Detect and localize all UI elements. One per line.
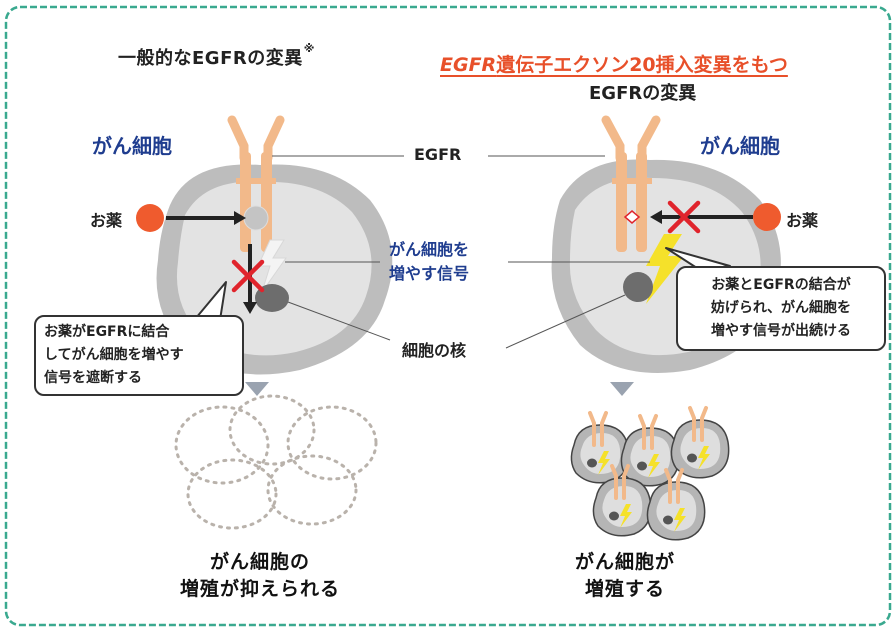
nucleus-label: 細胞の核 (402, 341, 467, 360)
nucleus-line-left (287, 301, 391, 341)
right-signal-bolt (646, 234, 684, 304)
right-down-arrow (610, 382, 634, 396)
right-egfr-receptor (601, 115, 661, 252)
signal-label: がん細胞を 増やす信号 (389, 238, 469, 286)
right-header-title: EGFR遺伝子エクソン20挿入変異をもつ (440, 54, 788, 76)
dead-cells (174, 394, 378, 530)
signal-label-line2: 増やす信号 (389, 264, 470, 283)
frame-border (4, 5, 892, 627)
right-drug-label: お薬 (786, 211, 819, 230)
right-header-subtitle: EGFRの変異 (589, 83, 697, 104)
right-nucleus (623, 272, 653, 302)
left-down-arrow (245, 382, 269, 396)
right-drug (753, 203, 781, 231)
left-drug-label: お薬 (90, 211, 123, 230)
left-block-x (231, 259, 265, 293)
egfr-label: EGFR (414, 145, 462, 164)
right-callout-line1: お薬とEGFRの結合が (711, 277, 851, 293)
left-header-title: 一般的なEGFRの変異※ (118, 42, 315, 69)
right-result: がん細胞が 増殖する (560, 549, 690, 603)
left-callout-line3: 信号を遮断する (44, 370, 142, 386)
proliferating-cells (569, 406, 731, 542)
right-callout: お薬とEGFRの結合が 妨げられ、がん細胞を 増やす信号が出続ける (676, 266, 886, 351)
right-callout-line3: 増やす信号が出続ける (711, 323, 851, 339)
left-result: がん細胞の 増殖が抑えられる (160, 549, 360, 603)
insertion-mark (623, 210, 641, 224)
left-callout: お薬がEGFRに結合 してがん細胞を増やす 信号を遮断する (34, 315, 244, 396)
left-result-line1: がん細胞の (209, 551, 310, 573)
nucleus-line-right (505, 294, 626, 349)
left-result-line2: 増殖が抑えられる (179, 578, 340, 600)
right-cell-label: がん細胞 (700, 134, 780, 158)
right-result-line2: 増殖する (584, 578, 665, 600)
left-callout-line2: してがん細胞を増やす (44, 347, 184, 363)
left-cell-label: がん細胞 (92, 134, 172, 158)
right-result-line1: がん細胞が (574, 551, 675, 573)
left-drug (136, 204, 164, 232)
left-callout-line1: お薬がEGFRに結合 (44, 324, 170, 340)
left-bound-drug (243, 205, 269, 231)
right-block-x (667, 200, 701, 234)
signal-label-line1: がん細胞を (389, 240, 470, 259)
right-callout-line2: 妨げられ、がん細胞を (710, 300, 852, 316)
